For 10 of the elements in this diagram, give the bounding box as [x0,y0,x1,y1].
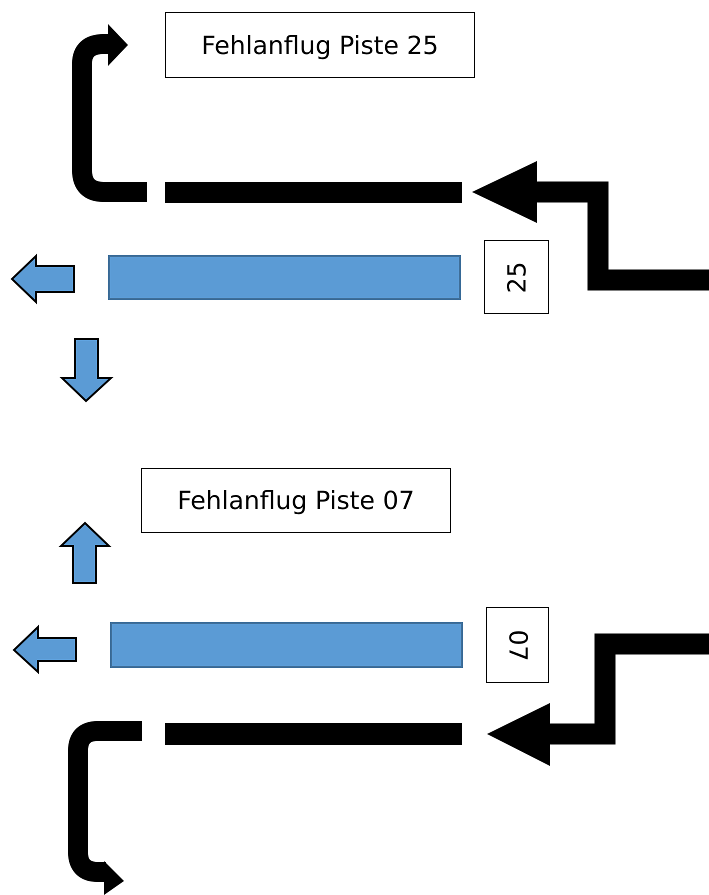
label-text: Fehlanflug Piste 25 [201,32,439,58]
runway-bar [108,255,461,300]
label-box [484,240,549,314]
label-text: Fehlanflug Piste 07 [177,488,415,513]
runway-bar [110,622,463,668]
label-box [165,12,475,78]
label-box [486,607,549,683]
label-text: 25 [504,261,529,293]
label-text: 07 [505,629,530,661]
label-box [141,468,451,533]
